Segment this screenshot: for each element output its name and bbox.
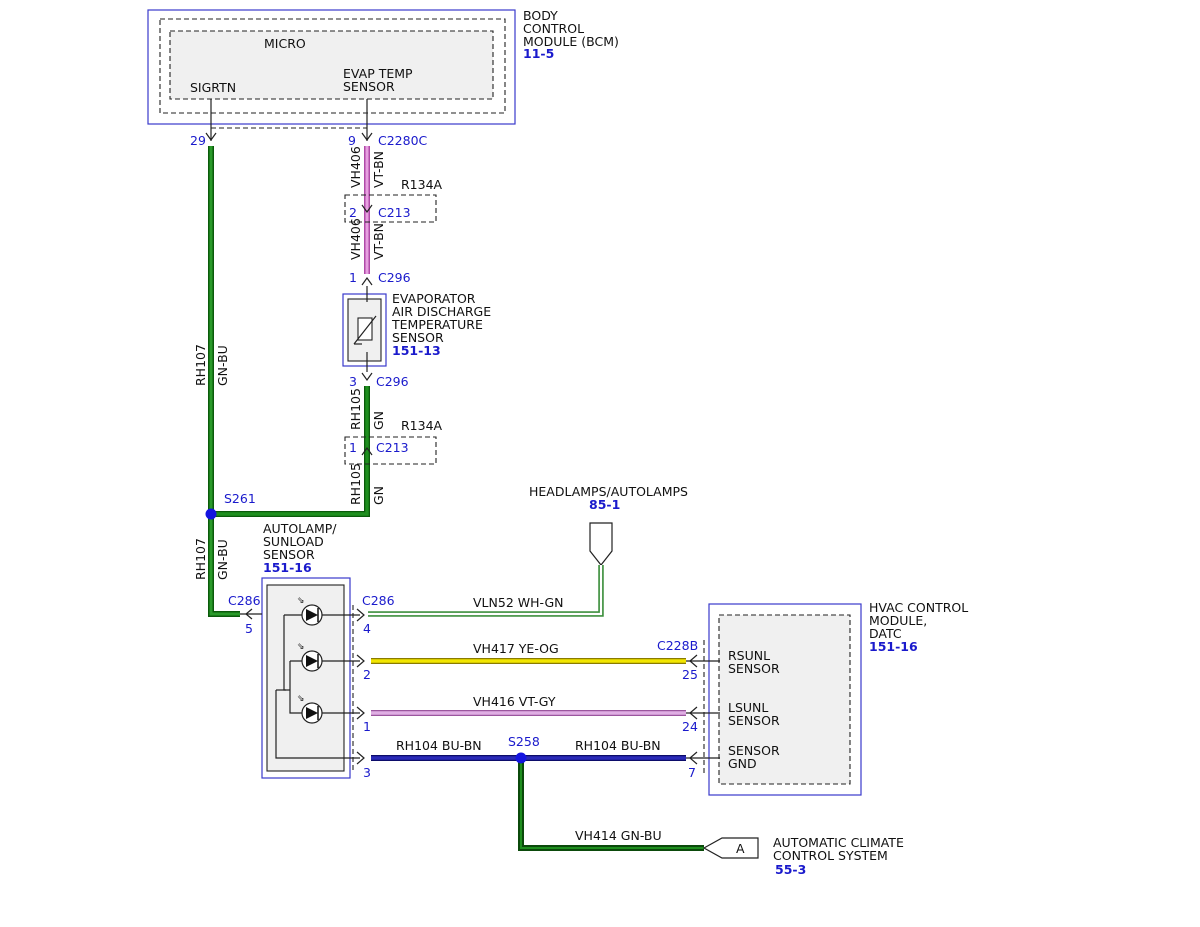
connector-c213-lower: C213 xyxy=(376,440,409,455)
bcm-micro-label: MICRO xyxy=(264,36,306,51)
svg-text:⇘: ⇘ xyxy=(297,596,305,606)
hvac-gnd-1: SENSOR xyxy=(728,743,780,758)
wire-vh406-color-1: VT-BN xyxy=(371,151,386,188)
wire-vh406-label-2: VH406 xyxy=(348,218,363,260)
hvac-title-line2: MODULE, xyxy=(869,613,927,628)
pin-1-c296: 1 xyxy=(349,270,357,285)
bcm-ref-link[interactable]: 11-5 xyxy=(523,46,554,61)
bcm-sigrtn-label: SIGRTN xyxy=(190,80,236,95)
wire-rh107-label-top: RH107 xyxy=(193,344,208,386)
headlamps-ref-link[interactable]: 85-1 xyxy=(589,497,620,512)
bcm-title-line3: MODULE (BCM) xyxy=(523,34,619,49)
autolamp-line1: AUTOLAMP/ xyxy=(263,521,337,536)
hvac-title-line1: HVAC CONTROL xyxy=(869,600,968,615)
wire-vh414-label: VH414 GN-BU xyxy=(575,828,662,843)
wire-vh417-label: VH417 YE-OG xyxy=(473,641,559,656)
hvac-rsunl-1: RSUNL xyxy=(728,648,770,663)
r134a-label-upper: R134A xyxy=(401,177,443,192)
splice-s258-label: S258 xyxy=(508,734,540,749)
pin-1-c213: 1 xyxy=(349,440,357,455)
headlamps-label: HEADLAMPS/AUTOLAMPS xyxy=(529,484,688,499)
wire-rh105-label-2: RH105 xyxy=(348,463,363,505)
wire-vh417: VH417 YE-OG C228B 25 xyxy=(371,638,698,682)
wire-rh107-color-bottom: GN-BU xyxy=(215,539,230,580)
autolamp-line2: SUNLOAD xyxy=(263,534,324,549)
hvac-ref-link[interactable]: 151-16 xyxy=(869,639,918,654)
wire-rh107-label-bottom: RH107 xyxy=(193,538,208,580)
wire-vh416-label: VH416 VT-GY xyxy=(473,694,556,709)
wire-rh105-color-2: GN xyxy=(371,486,386,505)
pin-9: 9 xyxy=(348,133,356,148)
pin-4: 4 xyxy=(363,621,371,636)
acc-ref-link[interactable]: 55-3 xyxy=(775,862,806,877)
pin-1: 1 xyxy=(363,719,371,734)
bcm-evap-label-2: SENSOR xyxy=(343,79,395,94)
evaporator-sensor: EVAPORATOR AIR DISCHARGE TEMPERATURE SEN… xyxy=(342,286,491,372)
evap-sensor-ref-link[interactable]: 151-13 xyxy=(392,343,441,358)
wire-rh107: 29 RH107 GN-BU RH107 GN-BU xyxy=(190,133,240,617)
evap-sensor-line2: AIR DISCHARGE xyxy=(392,304,491,319)
wire-rh104-label-left: RH104 BU-BN xyxy=(396,738,482,753)
wire-rh104-label-right: RH104 BU-BN xyxy=(575,738,661,753)
automatic-climate-control: A AUTOMATIC CLIMATE CONTROL SYSTEM 55-3 xyxy=(702,835,904,877)
evap-sensor-line3: TEMPERATURE xyxy=(391,317,483,332)
autolamp-line3: SENSOR xyxy=(263,547,315,562)
bcm-title-line1: BODY xyxy=(523,8,558,23)
acc-flag-letter: A xyxy=(736,841,745,856)
hvac-module: HVAC CONTROL MODULE, DATC 151-16 RSUNL S… xyxy=(686,600,968,796)
connector-c286-left: C286 xyxy=(228,593,261,608)
connector-c228b: C228B xyxy=(657,638,698,653)
wire-rh105: 3 C296 RH105 GN R134A 1 C213 RH105 GN xyxy=(211,372,443,517)
svg-text:⇘: ⇘ xyxy=(297,694,305,704)
hvac-rsunl-2: SENSOR xyxy=(728,661,780,676)
pin-3-c296: 3 xyxy=(349,374,357,389)
pin-29: 29 xyxy=(190,133,206,148)
bcm-title-line2: CONTROL xyxy=(523,21,584,36)
svg-text:⇘: ⇘ xyxy=(297,642,305,652)
hvac-lsunl-2: SENSOR xyxy=(728,713,780,728)
acc-line2: CONTROL SYSTEM xyxy=(773,848,888,863)
splice-s261: S261 xyxy=(205,491,256,520)
pin-2: 2 xyxy=(363,667,371,682)
evap-sensor-line4: SENSOR xyxy=(392,330,444,345)
splice-s258 xyxy=(515,752,527,764)
wire-rh107-color-top: GN-BU xyxy=(215,345,230,386)
pin-24: 24 xyxy=(682,719,698,734)
connector-c296-upper: C296 xyxy=(378,270,411,285)
acc-line1: AUTOMATIC CLIMATE xyxy=(773,835,904,850)
wire-vh406: 9 C2280C VH406 VT-BN R134A 2 C213 VH406 … xyxy=(344,133,443,286)
wire-rh105-color-1: GN xyxy=(371,411,386,430)
hvac-lsunl-1: LSUNL xyxy=(728,700,768,715)
wire-vh406-label-1: VH406 xyxy=(348,146,363,188)
pin-5: 5 xyxy=(245,621,253,636)
wire-vh416: VH416 VT-GY 24 xyxy=(371,694,698,734)
wire-vh414: VH414 GN-BU S258 xyxy=(508,734,704,851)
pin-7: 7 xyxy=(688,765,696,780)
pin-2-c213: 2 xyxy=(349,205,357,220)
bcm-evap-label-1: EVAP TEMP xyxy=(343,66,413,81)
autolamp-sunload-sensor: AUTOLAMP/ SUNLOAD SENSOR 151-16 ⇘ ⇘ ⇘ xyxy=(228,521,395,780)
bcm-module: BODY CONTROL MODULE (BCM) 11-5 MICRO SIG… xyxy=(147,8,619,142)
hvac-title-line3: DATC xyxy=(869,626,902,641)
wire-vln52-label: VLN52 WH-GN xyxy=(473,595,564,610)
hvac-gnd-2: GND xyxy=(728,756,757,771)
connector-c296-lower: C296 xyxy=(376,374,409,389)
evap-sensor-line1: EVAPORATOR xyxy=(392,291,476,306)
autolamp-ref-link[interactable]: 151-16 xyxy=(263,560,312,575)
wire-rh105-label-1: RH105 xyxy=(348,388,363,430)
connector-c2280c: C2280C xyxy=(378,133,428,148)
connector-c213-upper: C213 xyxy=(378,205,411,220)
headlamps-autolamps: HEADLAMPS/AUTOLAMPS 85-1 VLN52 WH-GN xyxy=(368,484,688,617)
wire-rh104: RH104 BU-BN RH104 BU-BN 7 xyxy=(371,738,696,780)
connector-c286-right: C286 xyxy=(362,593,395,608)
r134a-label-lower: R134A xyxy=(401,418,443,433)
wire-vh406-color-2: VT-BN xyxy=(371,223,386,260)
splice-s261-label: S261 xyxy=(224,491,256,506)
pin-25: 25 xyxy=(682,667,698,682)
pin-3: 3 xyxy=(363,765,371,780)
